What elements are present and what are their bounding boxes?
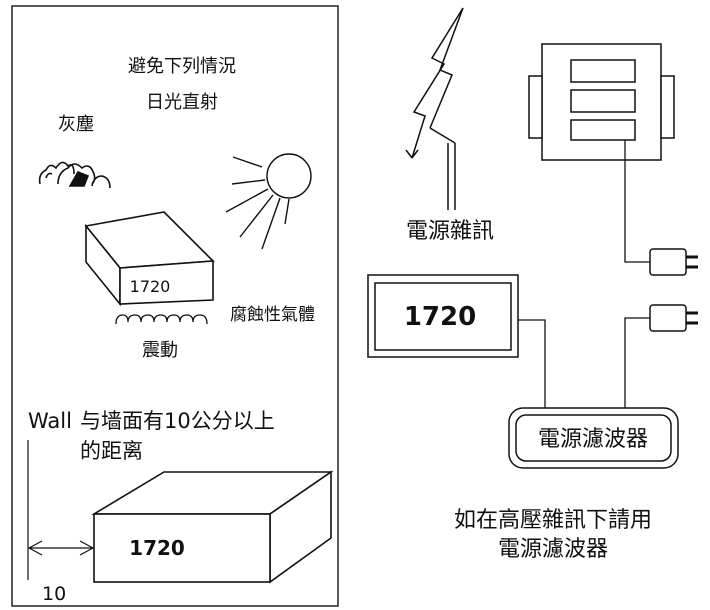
distance-arrow (27, 540, 95, 556)
dust-label: 灰塵 (58, 114, 94, 135)
wall-rule-line2: 的距离 (80, 439, 143, 463)
clearance-box-label: 1720 (129, 536, 185, 560)
plug-icon-upper (649, 248, 698, 276)
dust-icon (38, 161, 111, 189)
lightning-icon (405, 7, 464, 210)
plug-icon-lower (649, 304, 698, 332)
distance-value: 10 (42, 583, 66, 605)
power-filter-label: 電源濾波器 (538, 427, 648, 452)
note-line2: 電源濾波器 (498, 537, 608, 562)
power-box (528, 43, 675, 161)
monitor-box (367, 274, 519, 358)
noise-label: 電源雜訊 (406, 219, 494, 244)
filter-plug-cable (624, 317, 650, 408)
wall-label: Wall (28, 409, 72, 433)
avoid-title: 避免下列情況 (128, 56, 236, 77)
monitor-cable (518, 319, 546, 408)
sun-icon (225, 153, 312, 250)
wall-rule-line1: 与墙面有10公分以上 (80, 409, 275, 433)
power-box-cable (624, 140, 650, 263)
sunlight-label: 日光直射 (146, 92, 218, 113)
clearance-box (91, 470, 334, 584)
monitor-label: 1720 (404, 302, 476, 332)
corrosive-gas-label: 腐蝕性氣體 (230, 305, 315, 325)
note-line1: 如在高壓雜訊下請用 (454, 508, 652, 533)
left-panel-frame (11, 5, 339, 607)
vibration-label: 震動 (142, 340, 178, 361)
device-box (84, 211, 215, 307)
power-filter-box (508, 407, 679, 469)
vibration-icon (115, 314, 208, 325)
device-box-label: 1720 (130, 277, 171, 296)
